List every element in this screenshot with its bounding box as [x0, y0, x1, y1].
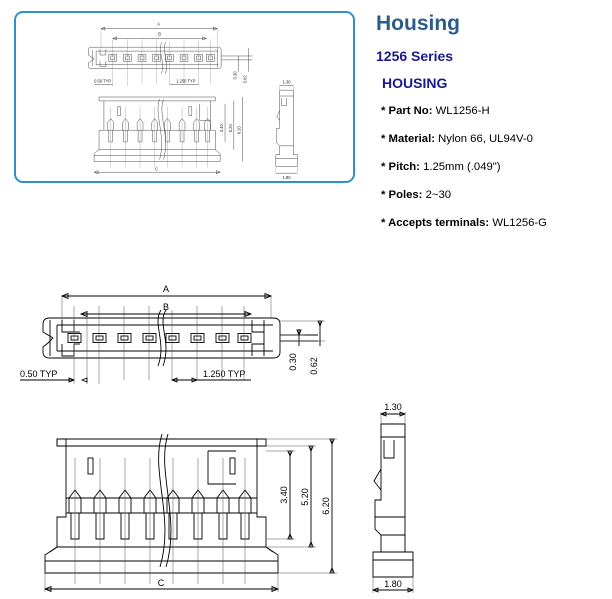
dim-pitch-typ-label: 1.250 TYP	[203, 369, 245, 379]
spec-material: * Material: Nylon 66, UL94V-0	[381, 133, 608, 145]
thumb-top-view: A B 0.50 TYP 1.250 TYP	[88, 22, 253, 87]
dim-c-label: C	[158, 578, 165, 588]
thumb-side-view: 1.30 1.80	[275, 79, 298, 180]
thumb-dim-062-label: 0.62	[243, 75, 248, 84]
thumb-dim-edge-typ-label: 0.50 TYP	[94, 78, 111, 83]
spec-poles-value: 2~30	[425, 189, 452, 202]
dim-030-label: 0.30	[288, 353, 298, 371]
thumb-dim-620-label: 6.20	[237, 126, 242, 135]
thumb-dim-b-label: B	[158, 31, 161, 36]
spec-poles: * Poles: 2~30	[381, 189, 608, 201]
main-top-contacts	[67, 333, 252, 343]
dim-edge-typ-label: 0.50 TYP	[20, 369, 57, 379]
thumb-dim-a-label: A	[157, 22, 160, 27]
thumb-side-dim-bottom-label: 1.80	[283, 175, 292, 180]
thumb-dim-edge-typ: 0.50 TYP	[94, 78, 113, 85]
thumb-bottom-view: C 3.40 5.20 6.20	[93, 96, 243, 175]
thumb-side-dim-top: 1.30	[279, 79, 294, 91]
thumb-dim-c: C	[93, 166, 221, 175]
dim-a: A	[60, 284, 273, 320]
main-drawing-svg: A B 0.50 TYP	[20, 284, 415, 593]
product-info-block: Housing 1256 Series HOUSING * Part No: W…	[376, 12, 608, 245]
side-dim-bottom: 1.80	[371, 577, 415, 593]
thumb-dim-heights: 0.30 0.62	[233, 48, 249, 83]
dim-a-label: A	[163, 284, 169, 294]
dim-b: B	[79, 302, 253, 318]
spec-pitch: * Pitch: 1.25mm (.049")	[381, 161, 608, 173]
thumb-dim-b: B	[112, 31, 208, 41]
thumb-side-dim-top-label: 1.30	[283, 79, 292, 84]
series-title: 1256 Series	[376, 48, 454, 65]
spec-accepts-terminals: * Accepts terminals: WL1256-G	[381, 217, 608, 229]
spec-accepts-terminals-label: * Accepts terminals:	[381, 217, 490, 230]
main-technical-drawing: A B 0.50 TYP	[0, 262, 612, 599]
dim-520-label: 5.20	[300, 488, 310, 506]
spec-material-value: Nylon 66, UL94V-0	[438, 133, 533, 146]
thumb-dim-520-label: 5.20	[228, 124, 233, 133]
dim-c: C	[43, 573, 280, 593]
spec-accepts-terminals-value: WL1256-G	[492, 217, 547, 230]
main-top-view: A B 0.50 TYP	[20, 284, 325, 384]
thumb-dim-c-label: C	[155, 166, 158, 171]
dim-620-label: 6.20	[321, 497, 331, 515]
side-dim-bottom-label: 1.80	[384, 579, 402, 589]
dim-b-label: B	[163, 302, 169, 312]
thumb-dim-340-label: 3.40	[219, 124, 224, 133]
dim-top-heights: 0.30 0.62	[280, 320, 325, 375]
spec-part-no: * Part No: WL1256-H	[381, 105, 608, 117]
main-bottom-view: C 3.40 5.20 6.20	[43, 433, 337, 593]
spec-pitch-label: * Pitch:	[381, 161, 420, 174]
page-title: Housing	[376, 12, 460, 35]
thumb-dim-vertical-stack: 3.40 5.20 6.20	[219, 97, 243, 162]
side-dim-top: 1.30	[379, 402, 407, 424]
spec-part-no-value: WL1256-H	[435, 105, 490, 118]
thumb-dim-030-label: 0.30	[233, 71, 238, 80]
dim-062-label: 0.62	[309, 357, 319, 375]
dim-pitch-typ: 1.250 TYP	[170, 369, 251, 383]
product-subtitle: HOUSING	[382, 75, 448, 92]
dim-edge-typ: 0.50 TYP	[20, 369, 88, 383]
main-side-view: 1.30 1.80	[371, 402, 415, 593]
dim-340-label: 3.40	[279, 486, 289, 504]
thumbnail-drawing-svg: A B 0.50 TYP 1.250 TYP	[88, 22, 298, 180]
thumb-dim-a: A	[100, 22, 218, 50]
thumbnail-drawing-panel: A B 0.50 TYP 1.250 TYP	[14, 11, 355, 183]
thumb-side-dim-bottom: 1.80	[275, 166, 298, 180]
side-dim-top-label: 1.30	[384, 402, 402, 412]
spec-pitch-value: 1.25mm (.049")	[423, 161, 501, 174]
dim-bottom-heights: 3.40 5.20 6.20	[266, 438, 337, 574]
spec-poles-label: * Poles:	[381, 189, 423, 202]
thumb-dim-pitch-typ-label: 1.250 TYP	[176, 78, 196, 83]
spec-material-label: * Material:	[381, 133, 435, 146]
main-bottom-contacts	[68, 489, 252, 540]
spec-part-no-label: * Part No:	[381, 105, 433, 118]
thumb-dim-pitch-typ: 1.250 TYP	[169, 78, 199, 85]
